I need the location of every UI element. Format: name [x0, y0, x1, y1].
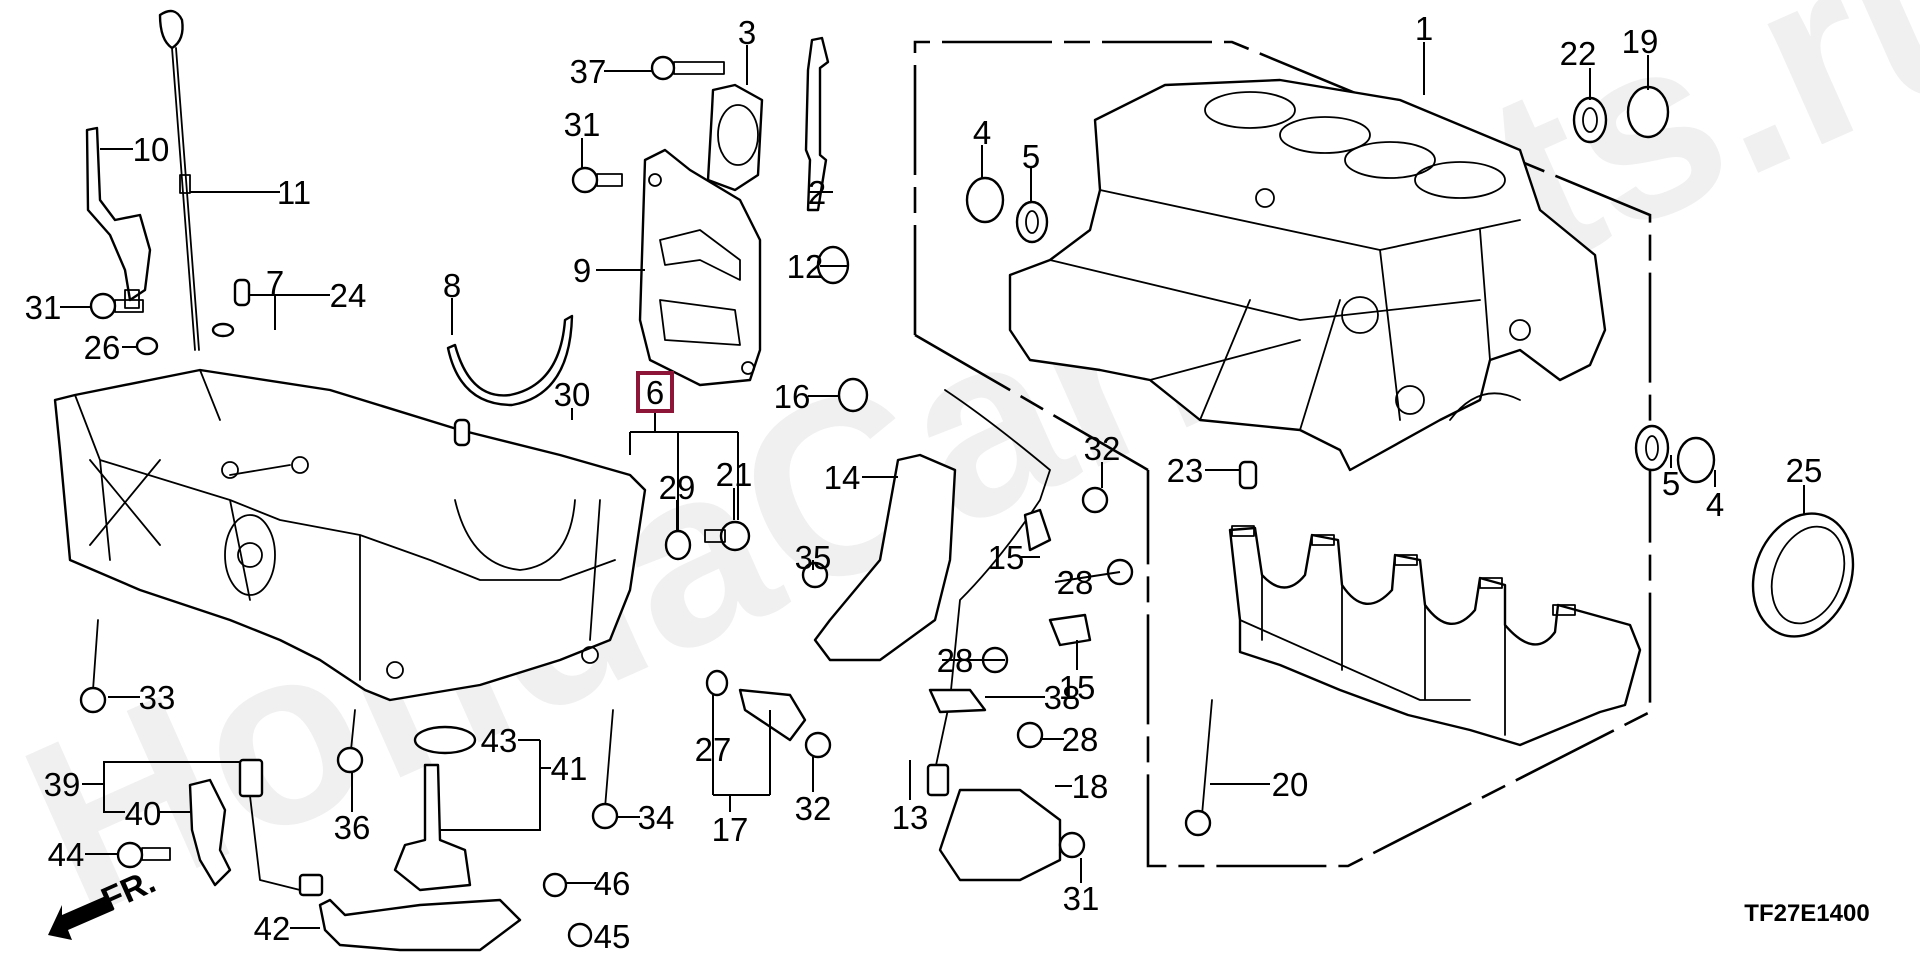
callout-28-lower[interactable]: 28: [1062, 721, 1099, 758]
callout-26[interactable]: 26: [84, 329, 121, 366]
callout-33[interactable]: 33: [139, 679, 176, 716]
callout-7[interactable]: 7: [266, 264, 284, 301]
callout-19[interactable]: 19: [1622, 23, 1659, 60]
callout-15-lower[interactable]: 15: [1059, 669, 1096, 706]
callout-15-upper[interactable]: 15: [988, 539, 1025, 576]
callout-9[interactable]: 9: [573, 252, 591, 289]
callout-18[interactable]: 18: [1072, 768, 1109, 805]
dipstick-tube[interactable]: [85, 126, 152, 309]
callout-16[interactable]: 16: [774, 378, 811, 415]
callout-17[interactable]: 17: [712, 811, 749, 848]
callout-20[interactable]: 20: [1272, 766, 1309, 803]
callout-39[interactable]: 39: [44, 766, 81, 803]
callout-5-top[interactable]: 5: [1022, 138, 1040, 175]
callout-24[interactable]: 24: [330, 277, 367, 314]
callout-31-top[interactable]: 31: [564, 106, 601, 143]
callout-labels: 1 2 3 4 4 5 5 6 7 8 9 10 11 12 13 14 15 …: [25, 10, 1823, 955]
callout-42[interactable]: 42: [254, 910, 291, 947]
callout-14[interactable]: 14: [824, 459, 861, 496]
callout-4-right[interactable]: 4: [1706, 486, 1724, 523]
callout-32-lower[interactable]: 32: [795, 790, 832, 827]
callout-27[interactable]: 27: [695, 731, 732, 768]
callout-34[interactable]: 34: [638, 799, 675, 836]
callout-10[interactable]: 10: [133, 131, 170, 168]
callout-43[interactable]: 43: [481, 722, 518, 759]
callout-45[interactable]: 45: [594, 918, 631, 955]
sensor-rod[interactable]: [804, 36, 830, 212]
dipstick[interactable]: [158, 9, 200, 351]
callout-21[interactable]: 21: [716, 456, 753, 493]
callout-22[interactable]: 22: [1560, 35, 1597, 72]
callout-8[interactable]: 8: [443, 267, 461, 304]
highlighted-callout-box: [636, 371, 674, 413]
callout-11[interactable]: 11: [277, 174, 311, 211]
callout-23[interactable]: 23: [1167, 452, 1204, 489]
front-arrow-icon: [48, 895, 114, 940]
callout-32-upper[interactable]: 32: [1084, 430, 1121, 467]
fasteners: [79, 55, 1855, 952]
callout-44[interactable]: 44: [48, 836, 85, 873]
leader-lines: [60, 42, 1805, 937]
oil-pump-cover[interactable]: [638, 148, 762, 387]
callout-37[interactable]: 37: [570, 53, 607, 90]
callout-4-top[interactable]: 4: [973, 114, 991, 151]
callout-12[interactable]: 12: [787, 248, 824, 285]
callout-35[interactable]: 35: [795, 539, 832, 576]
oil-pan[interactable]: [53, 368, 647, 702]
callout-30[interactable]: 30: [554, 376, 591, 413]
callout-5-right[interactable]: 5: [1662, 465, 1680, 502]
timing-cover-plate[interactable]: [706, 83, 764, 192]
callout-1[interactable]: 1: [1415, 10, 1433, 47]
callout-31-bottom[interactable]: 31: [1063, 880, 1100, 917]
callout-40[interactable]: 40: [125, 795, 162, 832]
callout-13[interactable]: 13: [892, 799, 929, 836]
callout-3[interactable]: 3: [738, 14, 756, 51]
callout-46[interactable]: 46: [594, 865, 631, 902]
callout-31-left[interactable]: 31: [25, 289, 62, 326]
semicircle-seal[interactable]: [446, 314, 574, 407]
callout-41[interactable]: 41: [551, 750, 588, 787]
callout-2[interactable]: 2: [808, 174, 826, 211]
crankcase-lower-block[interactable]: [1228, 525, 1642, 747]
callout-29[interactable]: 29: [659, 469, 696, 506]
callout-36[interactable]: 36: [334, 809, 371, 846]
callout-28-middle[interactable]: 28: [937, 642, 974, 679]
callout-6[interactable]: 6: [646, 374, 664, 411]
diagram-code: TF27E1400: [1744, 900, 1869, 927]
callout-25[interactable]: 25: [1786, 452, 1823, 489]
callout-28-upper[interactable]: 28: [1057, 564, 1094, 601]
frame-diagonal: [914, 333, 1149, 472]
callout-38[interactable]: 38: [1044, 679, 1081, 716]
cylinder-block[interactable]: [1008, 78, 1607, 472]
